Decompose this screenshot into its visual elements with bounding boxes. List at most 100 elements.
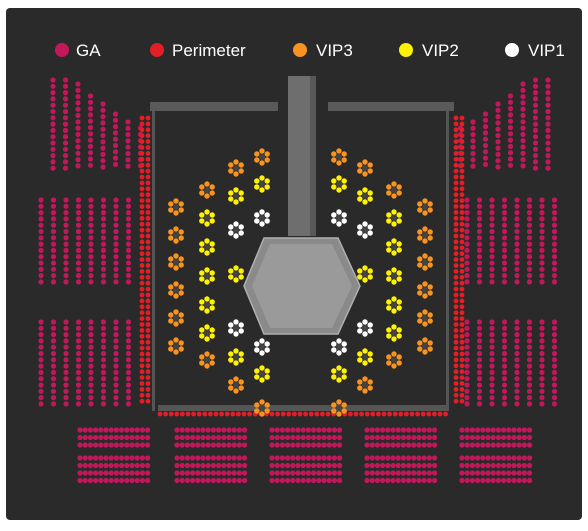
ga-seat[interactable]	[464, 279, 470, 285]
perimeter-seat[interactable]	[398, 411, 404, 417]
perimeter-seat[interactable]	[145, 263, 151, 268]
ga-seat[interactable]	[489, 376, 495, 382]
ga-seat[interactable]	[390, 455, 396, 461]
ga-seat[interactable]	[279, 455, 285, 461]
ga-seat[interactable]	[390, 462, 396, 469]
ga-seat[interactable]	[93, 462, 99, 469]
vip2-seat[interactable]	[254, 374, 260, 380]
ga-seat[interactable]	[459, 442, 465, 448]
vip3-seat[interactable]	[204, 351, 210, 357]
perimeter-seat[interactable]	[145, 269, 151, 274]
perimeter-seat[interactable]	[453, 221, 459, 227]
perimeter-seat[interactable]	[145, 204, 151, 209]
ga-seat[interactable]	[77, 470, 83, 476]
ga-seat[interactable]	[119, 455, 125, 461]
ga-seat[interactable]	[174, 477, 180, 484]
perimeter-seat[interactable]	[415, 411, 420, 417]
ga-seat[interactable]	[290, 427, 296, 433]
ga-seat[interactable]	[369, 427, 375, 433]
ga-seat[interactable]	[113, 357, 119, 363]
perimeter-seat[interactable]	[145, 239, 151, 245]
perimeter-seat[interactable]	[139, 392, 145, 398]
ga-seat[interactable]	[179, 477, 185, 484]
vip2-seat[interactable]	[264, 368, 270, 374]
ga-seat[interactable]	[475, 434, 481, 441]
perimeter-seat[interactable]	[359, 411, 364, 417]
ga-seat[interactable]	[521, 470, 528, 476]
ga-seat[interactable]	[406, 462, 412, 469]
perimeter-seat[interactable]	[459, 333, 465, 339]
ga-seat[interactable]	[416, 434, 422, 441]
ga-seat[interactable]	[476, 266, 483, 272]
perimeter-seat[interactable]	[139, 375, 145, 380]
vip2-seat[interactable]	[386, 241, 392, 247]
ga-seat[interactable]	[337, 455, 343, 461]
ga-seat[interactable]	[274, 434, 280, 441]
ga-seat[interactable]	[464, 319, 470, 325]
ga-seat[interactable]	[113, 434, 119, 441]
ga-seat[interactable]	[526, 241, 533, 247]
ga-seat[interactable]	[506, 470, 512, 476]
ga-seat[interactable]	[364, 470, 370, 476]
ga-seat[interactable]	[369, 442, 375, 448]
ga-seat[interactable]	[75, 350, 82, 357]
ga-seat[interactable]	[112, 149, 119, 155]
ga-seat[interactable]	[108, 470, 114, 476]
ga-seat[interactable]	[93, 442, 99, 448]
ga-seat[interactable]	[88, 279, 94, 285]
ga-seat[interactable]	[88, 228, 94, 235]
ga-seat[interactable]	[75, 222, 82, 228]
ga-seat[interactable]	[385, 477, 391, 484]
ga-seat[interactable]	[551, 260, 558, 266]
ga-seat[interactable]	[88, 235, 94, 241]
perimeter-seat[interactable]	[139, 304, 145, 310]
ga-seat[interactable]	[514, 319, 520, 325]
ga-seat[interactable]	[62, 146, 69, 152]
ga-seat[interactable]	[88, 388, 94, 394]
ga-seat[interactable]	[495, 477, 501, 484]
ga-seat[interactable]	[321, 470, 327, 476]
ga-seat[interactable]	[400, 462, 406, 469]
ga-seat[interactable]	[501, 462, 507, 469]
ga-seat[interactable]	[527, 477, 533, 484]
ga-seat[interactable]	[464, 241, 470, 247]
ga-seat[interactable]	[179, 427, 185, 433]
ga-seat[interactable]	[184, 427, 190, 433]
ga-seat[interactable]	[125, 222, 132, 228]
ga-seat[interactable]	[364, 462, 370, 469]
perimeter-seat[interactable]	[453, 239, 459, 245]
ga-seat[interactable]	[480, 434, 486, 441]
ga-seat[interactable]	[50, 319, 57, 325]
ga-seat[interactable]	[300, 427, 306, 433]
vip2-seat[interactable]	[199, 218, 205, 224]
ga-seat[interactable]	[82, 442, 88, 448]
perimeter-seat[interactable]	[459, 227, 465, 233]
perimeter-seat[interactable]	[145, 227, 151, 233]
perimeter-seat[interactable]	[453, 333, 459, 339]
ga-seat[interactable]	[139, 462, 145, 469]
perimeter-seat[interactable]	[453, 251, 459, 257]
ga-seat[interactable]	[527, 427, 533, 433]
perimeter-seat[interactable]	[145, 221, 151, 227]
ga-seat[interactable]	[236, 470, 242, 476]
ga-seat[interactable]	[100, 325, 107, 331]
perimeter-seat[interactable]	[145, 180, 151, 186]
ga-seat[interactable]	[100, 216, 107, 222]
ga-seat[interactable]	[520, 119, 526, 125]
perimeter-seat[interactable]	[139, 387, 145, 392]
vip1-seat[interactable]	[259, 209, 265, 215]
ga-seat[interactable]	[369, 470, 375, 476]
ga-seat[interactable]	[305, 462, 311, 469]
ga-seat[interactable]	[87, 427, 93, 433]
ga-seat[interactable]	[495, 470, 501, 476]
vip1-seat[interactable]	[341, 341, 347, 347]
vip2-seat[interactable]	[362, 360, 368, 366]
ga-seat[interactable]	[50, 344, 57, 350]
ga-seat[interactable]	[113, 344, 119, 350]
ga-seat[interactable]	[511, 477, 517, 484]
ga-seat[interactable]	[75, 197, 82, 203]
ga-seat[interactable]	[374, 434, 380, 441]
vip3-seat[interactable]	[336, 160, 342, 166]
ga-seat[interactable]	[539, 369, 545, 375]
ga-seat[interactable]	[63, 266, 69, 272]
